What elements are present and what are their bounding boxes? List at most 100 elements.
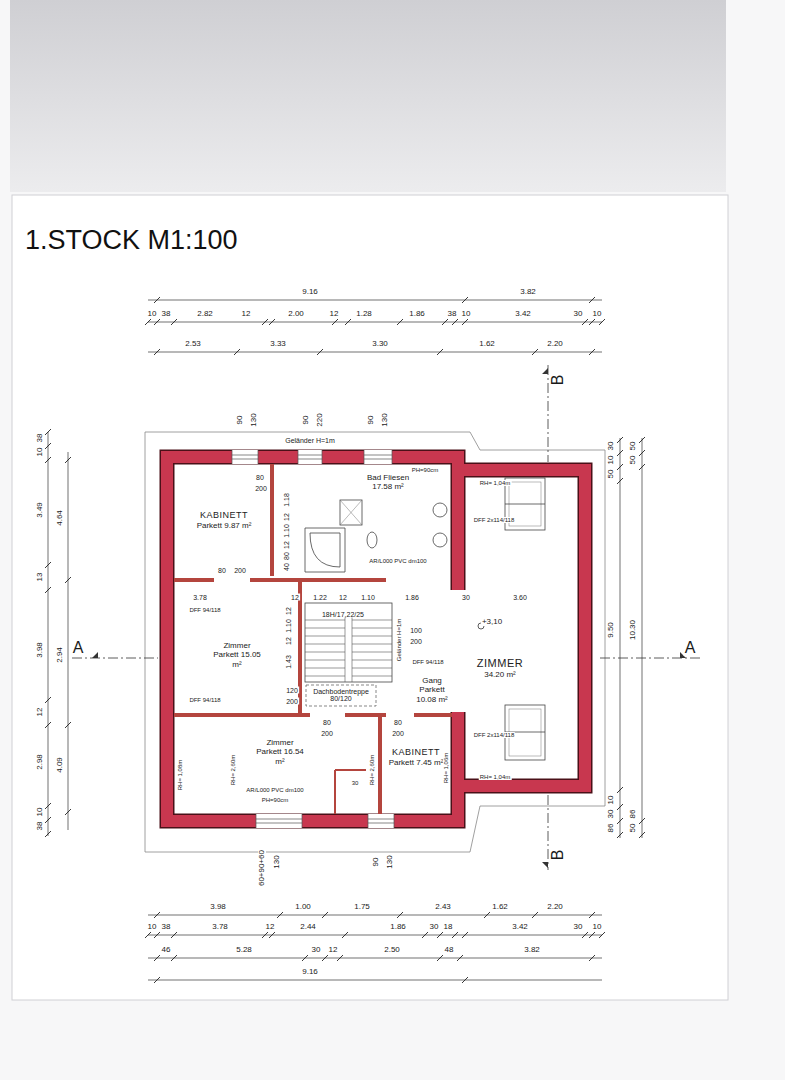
dimension-label: Dachbodentreppe 80/120 — [309, 688, 373, 702]
room-name: Gang Parkett 10.08 m² — [409, 676, 455, 704]
dimension-label: 1.75 — [353, 903, 371, 911]
dimension-label: 12 — [329, 310, 340, 318]
room-name: KABINETT — [200, 510, 248, 520]
dimension-label: 120 — [285, 687, 299, 694]
eaves-outline — [145, 432, 605, 852]
dimension-label: 2.20 — [546, 340, 564, 348]
dimension-label: 12 — [338, 594, 348, 601]
dimension-label: RH= 1,06m — [443, 752, 449, 785]
dimension-label: 50 — [629, 823, 637, 834]
dimension-label: 10.30 — [629, 619, 637, 641]
dimension-label: 3.98 — [36, 641, 44, 659]
dimension-label: 200 — [391, 730, 405, 737]
room-label: Bad Fliesen 17.58 m² — [365, 473, 411, 491]
room-area: Parkett 9.87 m² — [197, 521, 252, 530]
closet-wall — [335, 770, 366, 814]
window — [256, 814, 302, 828]
dimension-label: 3.98 — [209, 903, 227, 911]
room-name: KABINETT — [392, 747, 440, 757]
dimension-label: 130 — [381, 412, 389, 427]
dimension-label: 50 — [629, 441, 637, 452]
dimension-label: 80 — [217, 567, 227, 574]
stair-steps — [305, 612, 392, 682]
dimension-label: 3.78 — [192, 594, 208, 601]
dimension-label: 1.86 — [408, 310, 426, 318]
dimension-label: 30 — [429, 923, 440, 931]
dimension-label: 80 — [393, 719, 403, 726]
section-markers — [92, 368, 686, 868]
dimension-label: 2.20 — [546, 903, 564, 911]
room-label: KABINETTParkett 9.87 m² — [193, 510, 255, 530]
dimension-label: 200 — [233, 567, 247, 574]
dimension-label: RH= 2,60m — [369, 754, 375, 787]
dimension-label: 3.78 — [211, 923, 229, 931]
outer-wall — [167, 457, 585, 821]
attic-hatch — [306, 685, 376, 706]
dimension-label: 38 — [161, 310, 172, 318]
dimension-label: 12 — [241, 310, 252, 318]
dimension-label: 200 — [320, 730, 334, 737]
dimension-label: 48 — [444, 946, 455, 954]
dimension-label: 1.86 — [404, 594, 420, 601]
dimension-label: 2.94 — [56, 646, 64, 664]
dimension-label: 12 — [265, 923, 276, 931]
dimension-label: 12 — [285, 606, 292, 616]
dimension-label: 38 — [161, 923, 172, 931]
dimension-label: 60+90+60 — [258, 849, 266, 887]
dimension-label: 1.10 — [285, 618, 292, 634]
washbasin — [433, 503, 447, 517]
dimension-label: Geländer H=1m — [396, 618, 402, 663]
dimension-label: 90 — [302, 415, 310, 426]
dimension-label: PH=90cm — [411, 467, 440, 473]
dimension-label: 86 — [607, 823, 615, 834]
window-frames — [232, 450, 394, 828]
dimension-label: AR/L000 PVC dm100 — [245, 787, 304, 793]
dimension-label: 12 — [36, 707, 44, 718]
toilet — [367, 532, 377, 548]
dimension-label: 90 — [236, 415, 244, 426]
dimension-label: 3.42 — [511, 923, 529, 931]
interior-walls — [174, 464, 452, 814]
dimension-label: 30 — [461, 594, 471, 601]
window — [368, 814, 394, 828]
window — [232, 450, 258, 464]
window — [364, 450, 392, 464]
dimension-label: 40 — [283, 562, 290, 572]
dimension-label: 3.33 — [269, 340, 287, 348]
dimension-label: 38 — [447, 310, 458, 318]
dimension-label: 3.30 — [371, 340, 389, 348]
roof-window-divider — [505, 504, 545, 505]
dimension-lines — [48, 300, 642, 980]
dimension-label: 12 — [328, 946, 339, 954]
dimension-label: 10 — [607, 795, 615, 806]
dimension-label: 80 — [283, 551, 290, 561]
dimension-label: DFF 94/118 — [411, 659, 444, 665]
dimension-label: 86 — [629, 809, 637, 820]
dimension-label: 80 — [322, 719, 332, 726]
dimension-label: 9.16 — [301, 288, 319, 296]
dimension-label: 38 — [36, 821, 44, 832]
dimension-label: A — [684, 640, 697, 656]
dimension-label: 12 — [283, 512, 290, 522]
dimension-label: 10 — [592, 310, 603, 318]
dimension-label: 220 — [316, 412, 324, 427]
dimension-label: 1.62 — [491, 903, 509, 911]
room-label: Gang Parkett 10.08 m² — [409, 676, 455, 704]
dimension-label: 2.50 — [383, 946, 401, 954]
room-label: ZIMMER34.20 m² — [465, 657, 535, 679]
dimension-label: 9.16 — [301, 968, 319, 976]
section-line-b — [548, 365, 549, 870]
dimension-label: 3.49 — [36, 501, 44, 519]
dimension-label: 130 — [250, 412, 258, 427]
dimension-label: PH=90cm — [261, 797, 290, 803]
dimension-label: Geländer H=1m — [284, 437, 336, 444]
dimension-label: 5.28 — [235, 946, 253, 954]
dimension-label: 18H/17,22/25 — [321, 611, 365, 618]
dimension-label: 18 — [443, 923, 454, 931]
balcony-door — [298, 450, 322, 464]
dimension-label: 1.10 — [360, 594, 376, 601]
dimension-label: 1.00 — [294, 903, 312, 911]
